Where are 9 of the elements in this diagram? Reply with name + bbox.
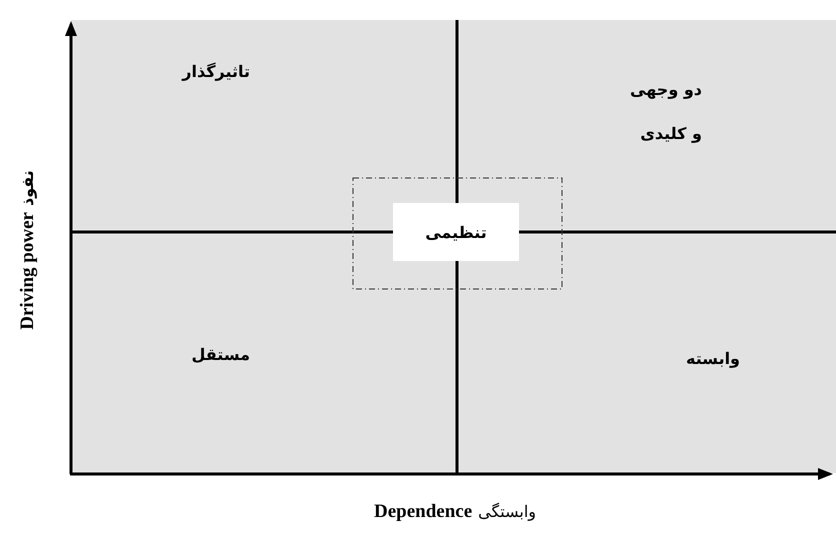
axis-title: وابستگی: [478, 502, 536, 521]
quadrant-label: تاثیرگذار: [180, 61, 250, 83]
axis-title: Driving power: [17, 212, 39, 330]
axis-title: Dependence: [374, 501, 472, 523]
quadrant-label: وابسته: [685, 348, 740, 370]
category-box: تنظیمی: [393, 203, 519, 261]
axis-title: نفوذ: [18, 170, 37, 206]
quadrant-label: مستقل: [190, 344, 250, 366]
quadrant-label: دو وجهی و کلیدی: [630, 79, 702, 145]
